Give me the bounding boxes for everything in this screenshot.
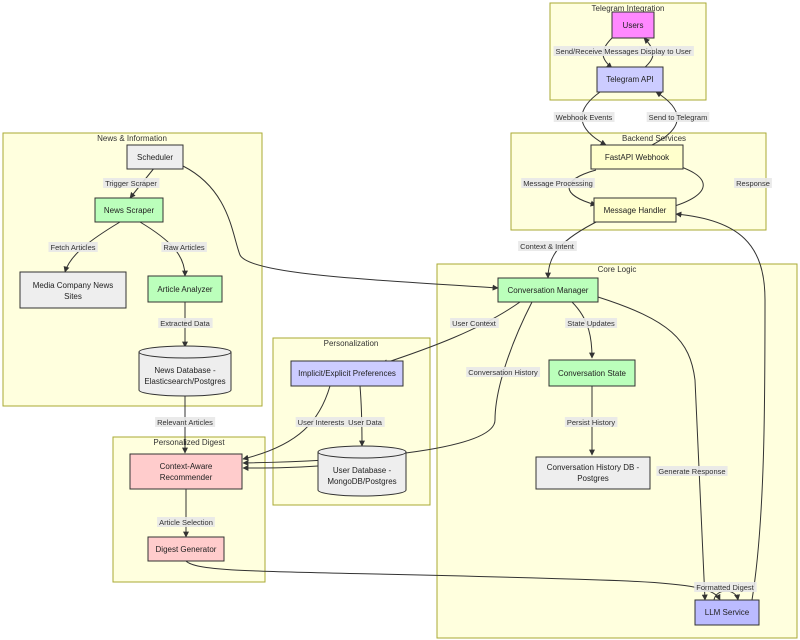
cluster-core-title: Core Logic xyxy=(598,265,637,274)
node-message-handler-label: Message Handler xyxy=(604,206,667,215)
node-conversation-manager-label: Conversation Manager xyxy=(508,286,589,295)
svg-text:Fetch Articles: Fetch Articles xyxy=(50,243,95,252)
svg-text:Send/Receive Messages: Send/Receive Messages xyxy=(556,47,639,56)
node-news-db[interactable]: News Database - Elasticsearch/Postgres xyxy=(138,345,232,397)
node-fastapi-webhook[interactable]: FastAPI Webhook xyxy=(590,144,684,170)
cluster-personalization-title: Personalization xyxy=(324,339,379,348)
node-user-db[interactable]: User Database - MongoDB/Postgres xyxy=(317,445,407,497)
edge-userdb-to-recommender xyxy=(242,464,319,471)
svg-text:Display to User: Display to User xyxy=(641,47,692,56)
node-users-label: Users xyxy=(623,21,644,30)
label-state-updates: State Updates xyxy=(565,318,618,328)
node-fastapi-webhook-label: FastAPI Webhook xyxy=(605,153,670,162)
label-user-interests: User Interests xyxy=(295,417,347,427)
label-conversation-history: Conversation History xyxy=(466,367,541,377)
svg-text:User Data: User Data xyxy=(348,418,383,427)
cluster-telegram-title: Telegram Integration xyxy=(592,4,665,13)
node-digest-generator[interactable]: Digest Generator xyxy=(147,536,225,562)
label-context-intent: Context & Intent xyxy=(518,241,577,251)
svg-text:State Updates: State Updates xyxy=(567,319,615,328)
svg-text:User Interests: User Interests xyxy=(298,418,345,427)
node-recommender-line1: Context-Aware xyxy=(160,462,213,471)
label-display-to-user: Display to User xyxy=(638,46,694,56)
svg-text:Article Selection: Article Selection xyxy=(159,518,213,527)
node-news-db-line1: News Database - xyxy=(154,366,216,375)
svg-text:Formatted Digest: Formatted Digest xyxy=(696,583,754,592)
node-conversation-history-db[interactable]: Conversation History DB - Postgres xyxy=(535,456,651,490)
svg-text:Send to Telegram: Send to Telegram xyxy=(649,113,708,122)
node-media-sites[interactable]: Media Company News Sites xyxy=(19,271,127,309)
label-send-receive: Send/Receive Messages xyxy=(553,46,641,56)
node-preferences[interactable]: Implicit/Explicit Preferences xyxy=(290,360,404,387)
node-llm-service-label: LLM Service xyxy=(705,608,750,617)
node-user-db-line2: MongoDB/Postgres xyxy=(327,477,396,486)
edge-llm-to-handler xyxy=(675,211,766,601)
label-extracted-data: Extracted Data xyxy=(158,318,213,328)
cluster-digest-title: Personalized Digest xyxy=(153,438,225,447)
node-article-analyzer-label: Article Analyzer xyxy=(157,285,212,294)
svg-text:Generate Response: Generate Response xyxy=(658,467,725,476)
label-raw-articles: Raw Articles xyxy=(161,242,207,252)
edge-state-updates xyxy=(571,301,595,359)
svg-text:Persist History: Persist History xyxy=(567,418,616,427)
node-conversation-state-label: Conversation State xyxy=(558,369,627,378)
label-article-selection: Article Selection xyxy=(157,517,215,527)
label-relevant-articles: Relevant Articles xyxy=(155,417,216,427)
node-conversation-history-db-line1: Conversation History DB - xyxy=(547,463,640,472)
node-telegram-api[interactable]: Telegram API xyxy=(596,66,664,93)
cluster-backend-title: Backend Services xyxy=(622,134,686,143)
svg-text:User Context: User Context xyxy=(452,319,497,328)
label-webhook-events: Webhook Events xyxy=(553,112,615,122)
node-scheduler[interactable]: Scheduler xyxy=(126,144,184,170)
node-media-sites-line1: Media Company News xyxy=(33,281,113,290)
label-fetch-articles: Fetch Articles xyxy=(48,242,98,252)
svg-text:Conversation History: Conversation History xyxy=(468,368,538,377)
svg-text:Relevant Articles: Relevant Articles xyxy=(157,418,213,427)
edge-user-interests xyxy=(242,385,331,461)
label-message-processing: Message Processing xyxy=(521,178,595,188)
edge-scheduler-to-manager xyxy=(182,165,499,291)
node-user-db-line1: User Database - xyxy=(333,466,392,475)
node-llm-service[interactable]: LLM Service xyxy=(694,599,760,626)
svg-text:Webhook Events: Webhook Events xyxy=(556,113,613,122)
svg-text:Message Processing: Message Processing xyxy=(523,179,593,188)
node-conversation-history-db-line2: Postgres xyxy=(577,474,609,483)
node-article-analyzer[interactable]: Article Analyzer xyxy=(147,275,223,303)
node-media-sites-line2: Sites xyxy=(64,292,82,301)
node-message-handler[interactable]: Message Handler xyxy=(593,197,677,223)
svg-text:Raw Articles: Raw Articles xyxy=(163,243,205,252)
node-digest-generator-label: Digest Generator xyxy=(156,545,217,554)
node-telegram-api-label: Telegram API xyxy=(606,75,654,84)
svg-text:Response: Response xyxy=(736,179,770,188)
node-news-db-line2: Elasticsearch/Postgres xyxy=(144,377,225,386)
node-scheduler-label: Scheduler xyxy=(137,153,173,162)
label-send-to-telegram: Send to Telegram xyxy=(646,112,710,122)
edge-generate-response xyxy=(597,296,708,601)
label-user-context: User Context xyxy=(450,318,499,328)
cluster-news-title: News & Information xyxy=(97,134,167,143)
svg-text:Trigger Scraper: Trigger Scraper xyxy=(105,179,157,188)
node-conversation-manager[interactable]: Conversation Manager xyxy=(497,277,599,303)
edge-user-context xyxy=(381,301,521,366)
node-users[interactable]: Users xyxy=(611,11,655,39)
node-preferences-label: Implicit/Explicit Preferences xyxy=(298,369,396,378)
edge-labels: Send/Receive Messages Display to User We… xyxy=(48,46,772,592)
label-user-data: User Data xyxy=(346,417,385,427)
svg-text:Context & Intent: Context & Intent xyxy=(520,242,575,251)
label-generate-response: Generate Response xyxy=(656,466,728,476)
label-persist-history: Persist History xyxy=(564,417,618,427)
svg-text:Extracted Data: Extracted Data xyxy=(160,319,210,328)
label-formatted-digest: Formatted Digest xyxy=(694,582,757,592)
node-recommender-line2: Recommender xyxy=(160,473,213,482)
node-conversation-state[interactable]: Conversation State xyxy=(548,359,636,387)
label-response: Response xyxy=(734,178,772,188)
label-trigger-scraper: Trigger Scraper xyxy=(103,178,160,188)
node-news-scraper[interactable]: News Scraper xyxy=(94,197,164,223)
node-recommender[interactable]: Context-Aware Recommender xyxy=(129,453,243,490)
node-news-scraper-label: News Scraper xyxy=(104,206,155,215)
